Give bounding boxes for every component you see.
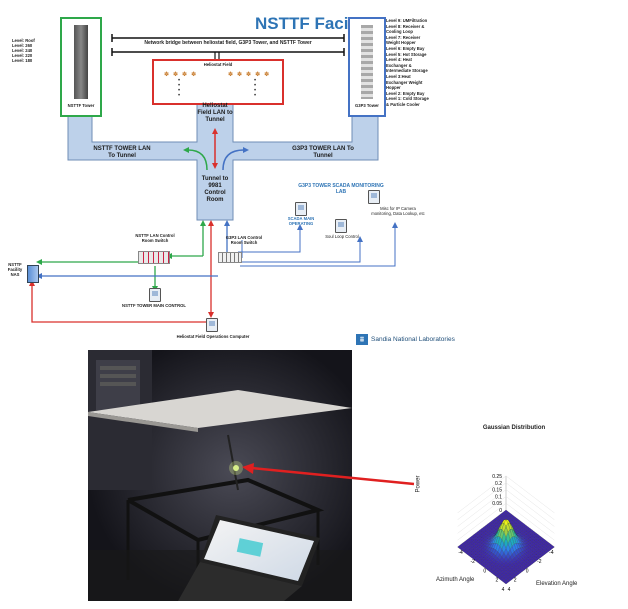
g3p3-levels: Level 9: UMFiltration Level 8: Receiver … [386,18,458,108]
level-item: Hopper [386,85,401,91]
y-tick-label: -2 [470,559,475,565]
x-tick-label: 4 [502,587,505,593]
g3p3-tower-label: G3P3 Tower [355,103,379,108]
lab-photo-art [88,350,352,601]
g3p3-lab-title: G3P3 TOWER SCADA MONITORING LAB [298,183,384,195]
level-item: Level 6: Empty Bay [386,45,425,51]
heliostat-ops-label: Heliostat Field Operations Computer [176,334,250,339]
nsttf-levels: Level: Roof Level: 260 Level: 240 Level:… [12,38,58,63]
lab-photo [88,350,352,601]
level-item: Level: 260 [12,43,33,48]
arrow-head [242,463,254,474]
x-axis-label: Azimuth Angle [436,577,475,583]
bridge-note: Network bridge between heliostat field, … [144,40,312,46]
y-axis-label: Elevation Angle [536,581,578,587]
ellipsis-left: •••• [178,78,181,99]
scada-main-label: SCADA MAIN OPERATING [287,216,315,226]
nsttf-main-control-label: NSTTF TOWER MAIN CONTROL [122,303,186,308]
y-tick-label: 4 [508,587,511,593]
nsttf-switch-label: NSTTF LAN Control Room Switch [135,233,175,243]
ellipsis-right: •••• [254,78,257,99]
z-tick-label: 0.2 [495,481,502,487]
g3p3-lan-label: G3P3 TOWER LAN To Tunnel [292,146,354,159]
level-item: Level 3:Heat [386,73,411,79]
level-item: Level: 180 [12,58,33,63]
y-tick-label: -4 [458,550,463,556]
nsttf-tower-image [74,25,88,99]
heliostat-field-box: Heliostat Field ✽✽✽✽ ✽✽✽✽✽ •••• •••• [152,59,284,105]
x-tick-label: 0 [526,568,529,574]
soul-loop-computer-icon [335,219,347,233]
y-tick-label: 0 [483,568,486,574]
tunnel-label: Tunnel to 9981 Control Room [201,176,229,203]
z-tick-label: 0.05 [492,501,502,507]
grid-line [505,489,555,527]
x-tick-label: -4 [549,550,554,556]
grid-line [457,503,507,541]
level-item: Level: 240 [12,48,33,53]
misc-computer-icon [368,190,380,204]
heliostat-icons-left: ✽✽✽✽ [164,72,201,78]
level-item: Level 8: Receiver & [386,23,425,29]
level-item: Level 7: Receiver [386,34,421,40]
level-item: Level 1: Cold Storage [386,96,429,102]
grid-line [505,475,555,514]
z-axis-label: Power [415,475,422,493]
g3p3-tower-image [361,25,373,99]
z-tick-label: 0.1 [495,494,502,500]
nsttf-tower-box: NSTTF Tower [60,17,102,117]
arrow-shaft [251,466,415,486]
level-item: Intermediate Storage [386,68,428,74]
misc-label: Misc for IP Camera monitoring, Data Look… [371,206,425,216]
level-item: Level 5: Hot Storage [386,51,427,57]
heliostat-field-label: Heliostat Field [203,62,233,67]
level-item: Cooling Loop [386,29,413,35]
grid-line [457,482,507,520]
heliostat-icons-right: ✽✽✽✽✽ [228,72,274,78]
red-arrow [242,463,415,486]
level-item: Level 2: Empty Bay [386,90,425,96]
grid-line [457,475,507,514]
nsttf-switch-icon [138,251,170,264]
surface-patch [503,580,509,585]
page-title: NSTTF Facility [254,14,374,33]
soul-loop-label: Soul Loop Control [325,234,359,239]
network-diagram-lines [29,34,398,323]
grid-line [505,496,555,534]
g3p3-tower-box: G3P3 Tower [348,17,386,117]
z-tick-label: 0 [499,508,502,514]
nsttf-tower-label: NSTTF Tower [67,103,95,108]
z-tick-label: 0.25 [492,474,502,480]
nas-icon [27,265,39,283]
heliostat-ops-computer-icon [206,318,218,332]
grid-line [457,489,507,527]
level-item: Exchanger & [386,62,412,68]
level-item: Exchanger Weight [386,79,423,85]
level-item: Level 4: Heat [386,57,412,63]
grid-line [505,482,555,520]
g3p3-switch-label: G3P3 LAN Control Room Switch [225,235,263,245]
level-item: Weight Hopper [386,40,416,46]
chart-title: Gaussian Distribution [482,425,546,431]
heliostat-lan-label: Heliostat Field LAN to Tunnel [197,103,233,123]
level-item: Level: 220 [12,53,33,58]
level-item: Level 9: UMFiltration [386,18,428,23]
y-tick-label: 2 [496,578,499,584]
level-item: Level: Roof [12,38,35,43]
scada-main-computer-icon [295,202,307,216]
g3p3-switch-icon [218,252,242,263]
nsttf-lan-label: NSTTF TOWER LAN To Tunnel [93,146,151,159]
sandia-label: Sandia National Laboratories [371,336,455,343]
nsttf-main-control-computer-icon [149,288,161,302]
x-tick-label: 2 [514,578,517,584]
nas-label: NSTTF Facility NAS [7,262,23,277]
z-tick-label: 0.15 [492,488,502,494]
sandia-logo-icon: ⩩ [356,334,368,345]
level-item: & Particle Cooler [386,101,420,107]
grid-line [505,503,555,541]
grid-line [457,496,507,534]
x-tick-label: -2 [537,559,542,565]
